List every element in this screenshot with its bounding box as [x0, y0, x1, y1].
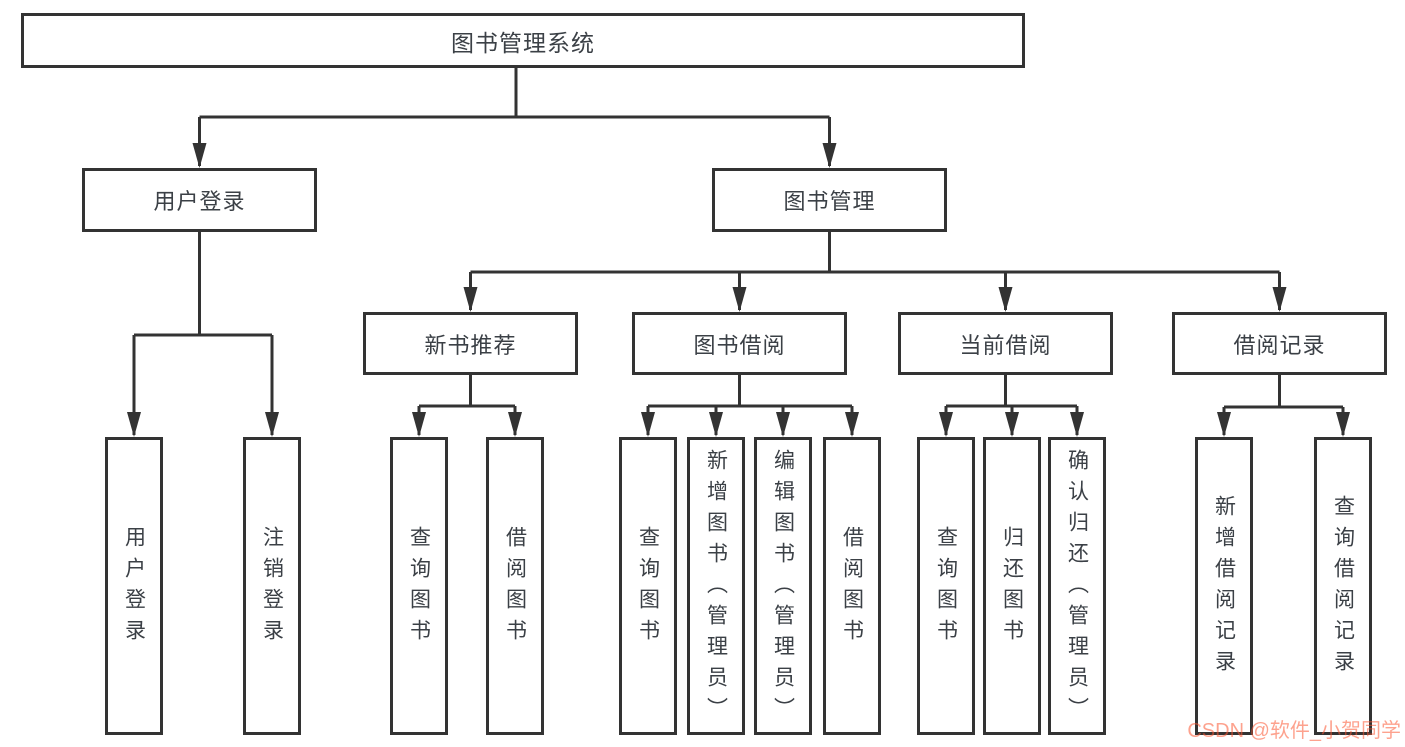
- leaf-query-books-recommend: 查询图书: [390, 437, 448, 735]
- leaf-query-books-current: 查询图书: [917, 437, 975, 735]
- node-book-management: 图书管理: [712, 168, 947, 232]
- leaf-user-login: 用户登录: [105, 437, 163, 735]
- leaf-add-books-admin: 新增图书（管理员）: [687, 437, 745, 735]
- leaf-query-books-borrow: 查询图书: [619, 437, 677, 735]
- leaf-add-borrow-record: 新增借阅记录: [1195, 437, 1253, 735]
- csdn-watermark: CSDN @软件_小贺同学: [1187, 720, 1401, 742]
- leaf-borrow-books: 借阅图书: [823, 437, 881, 735]
- leaf-return-books: 归还图书: [983, 437, 1041, 735]
- node-new-book-recommend: 新书推荐: [363, 312, 578, 375]
- leaf-edit-books-admin: 编辑图书（管理员）: [754, 437, 812, 735]
- node-book-borrow: 图书借阅: [632, 312, 847, 375]
- leaf-query-borrow-record: 查询借阅记录: [1314, 437, 1372, 735]
- node-borrow-records: 借阅记录: [1172, 312, 1387, 375]
- leaf-borrow-books-recommend: 借阅图书: [486, 437, 544, 735]
- leaf-logout: 注销登录: [243, 437, 301, 735]
- node-root-library-system: 图书管理系统: [21, 13, 1025, 68]
- leaf-confirm-return-admin: 确认归还（管理员）: [1048, 437, 1106, 735]
- node-current-borrow: 当前借阅: [898, 312, 1113, 375]
- node-user-login: 用户登录: [82, 168, 317, 232]
